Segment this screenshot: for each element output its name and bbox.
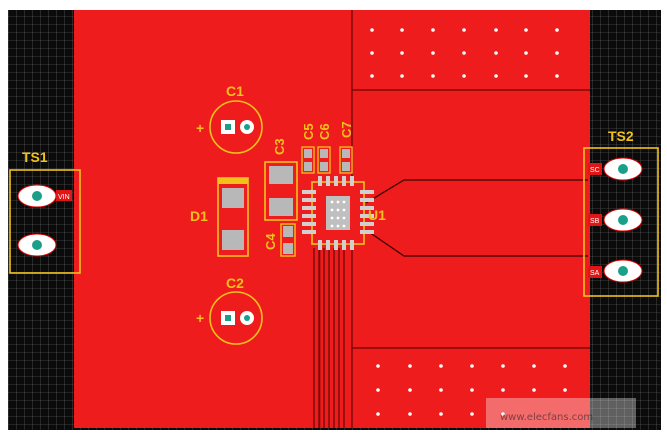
c4-label: C4 <box>263 233 278 250</box>
c1-label: C1 <box>226 83 244 99</box>
via-array-bottom <box>376 364 567 416</box>
c2-polarity-plus: + <box>196 310 204 326</box>
c4-capacitor[interactable] <box>280 223 296 257</box>
copper-pour-main <box>74 10 352 428</box>
c1-capacitor[interactable] <box>209 100 263 154</box>
copper-pour-right <box>352 10 590 428</box>
c5-label: C5 <box>301 123 316 140</box>
c6-label: C6 <box>317 123 332 140</box>
watermark-backdrop <box>486 398 636 428</box>
c3-label: C3 <box>272 138 287 155</box>
signal-traces <box>365 179 588 257</box>
c6-capacitor[interactable] <box>317 146 331 174</box>
pad-label-sc: SC <box>590 167 600 174</box>
pad-label-sb: SB <box>590 218 600 225</box>
bus-traces <box>313 248 345 428</box>
u1-label: U1 <box>368 207 386 223</box>
ts1-connector[interactable] <box>9 169 81 274</box>
ts2-label: TS2 <box>608 128 634 144</box>
watermark: www.elecfans.com <box>500 412 593 423</box>
c2-capacitor[interactable] <box>209 291 263 345</box>
c7-capacitor[interactable] <box>339 146 353 174</box>
pad-label-sa: SA <box>590 270 600 277</box>
c7-label: C7 <box>339 121 354 138</box>
via-array-top <box>370 28 559 78</box>
c3-capacitor[interactable] <box>264 161 298 221</box>
c1-polarity-plus: + <box>196 120 204 136</box>
bottom-margin <box>0 430 667 440</box>
d1-diode[interactable] <box>217 177 249 257</box>
c5-capacitor[interactable] <box>301 146 315 174</box>
u1-ic[interactable] <box>302 176 374 250</box>
pad-label-vin: VIN <box>58 194 70 201</box>
ts2-connector[interactable] <box>583 147 659 297</box>
ts1-label: TS1 <box>22 149 48 165</box>
d1-label: D1 <box>190 208 208 224</box>
c2-label: C2 <box>226 275 244 291</box>
top-margin <box>0 0 667 10</box>
